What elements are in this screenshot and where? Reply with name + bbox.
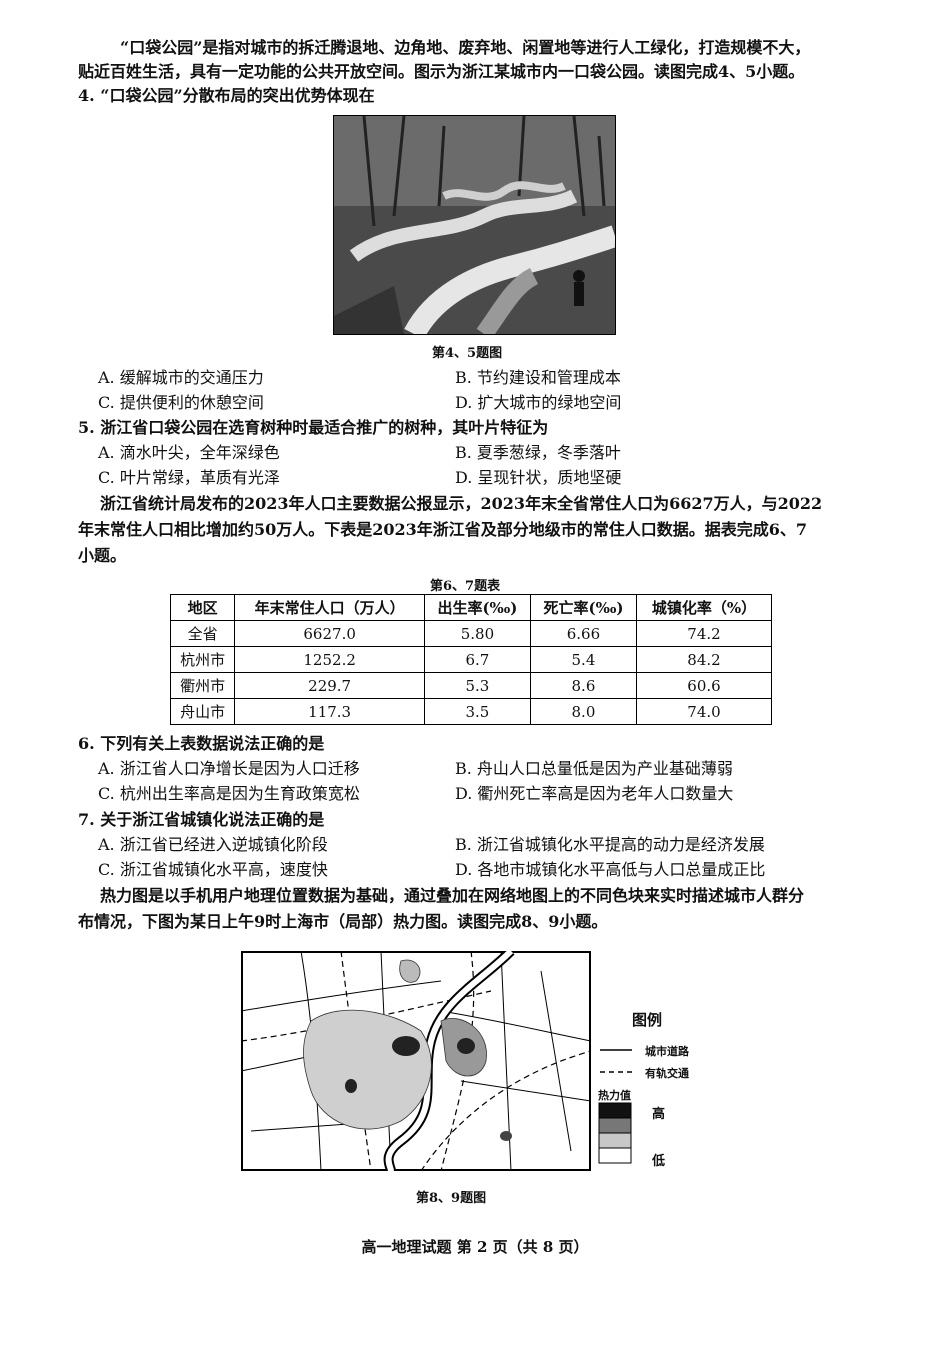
q6-option-a: A. 浙江省人口净增长是因为人口迁移: [98, 759, 360, 778]
table-cell: 5.3: [423, 672, 531, 699]
header-cell: 出生率(‰): [423, 594, 531, 621]
table-cell: 舟山市: [169, 698, 236, 725]
legend-heat-scale: [598, 1102, 632, 1164]
q5-option-a: A. 滴水叶尖，全年深绿色: [98, 443, 280, 462]
table-cell: 84.2: [635, 646, 773, 673]
table-header-row: 地区 年末常住人口（万人） 出生率(‰) 死亡率(‰) 城镇化率（%）: [169, 594, 773, 621]
intro2-line2: 年末常住人口相比增加约50万人。下表是2023年浙江省及部分地级市的常住人口数据…: [78, 520, 808, 539]
legend-heat-label: 热力值: [598, 1089, 631, 1102]
q5-option-b: B. 夏季葱绿，冬季落叶: [455, 443, 621, 462]
header-cell: 城镇化率（%）: [635, 594, 773, 621]
pocket-park-photo: [333, 115, 616, 335]
table-cell: 117.3: [234, 698, 425, 725]
map-caption: 第8、9题图: [416, 1191, 487, 1206]
table-cell: 60.6: [635, 672, 773, 699]
q5-option-d: D. 呈现针状，质地坚硬: [455, 468, 622, 487]
header-cell: 年末常住人口（万人）: [234, 594, 425, 621]
heat-map-illustration: [240, 947, 592, 1172]
q6-stem: 6. 下列有关上表数据说法正确的是: [78, 734, 325, 753]
table-cell: 全省: [169, 620, 236, 647]
table-row: 全省 6627.0 5.80 6.66 74.2: [169, 620, 773, 647]
table-cell: 1252.2: [234, 646, 425, 673]
q5-stem: 5. 浙江省口袋公园在选育树种时最适合推广的树种，其叶片特征为: [78, 418, 549, 437]
table-cell: 6.66: [529, 620, 637, 647]
q7-option-d: D. 各地市城镇化水平高低与人口总量成正比: [455, 860, 766, 879]
intro3-line2: 布情况，下图为某日上午9时上海市（局部）热力图。读图完成8、9小题。: [78, 912, 608, 931]
legend-road-label: 城市道路: [645, 1045, 689, 1058]
table-cell: 衢州市: [169, 672, 236, 699]
q6-option-c: C. 杭州出生率高是因为生育政策宽松: [98, 784, 360, 803]
table-cell: 杭州市: [169, 646, 236, 673]
table-row: 衢州市 229.7 5.3 8.6 60.6: [169, 672, 773, 699]
q7-option-b: B. 浙江省城镇化水平提高的动力是经济发展: [455, 835, 765, 854]
table-cell: 74.2: [635, 620, 773, 647]
table-cell: 8.0: [529, 698, 637, 725]
table-cell: 6627.0: [234, 620, 425, 647]
legend-road-symbol: [600, 1049, 632, 1051]
intro3-line1: 热力图是以手机用户地理位置数据为基础，通过叠加在网络地图上的不同色块来实时描述城…: [100, 886, 805, 905]
q7-stem: 7. 关于浙江省城镇化说法正确的是: [78, 810, 325, 829]
legend-rail-symbol: [600, 1071, 632, 1073]
q5-option-c: C. 叶片常绿，革质有光泽: [98, 468, 280, 487]
q7-option-c: C. 浙江省城镇化水平高，速度快: [98, 860, 328, 879]
table-cell: 74.0: [635, 698, 773, 725]
table-row: 杭州市 1252.2 6.7 5.4 84.2: [169, 646, 773, 673]
table-cell: 6.7: [423, 646, 531, 673]
population-table: 地区 年末常住人口（万人） 出生率(‰) 死亡率(‰) 城镇化率（%） 全省 6…: [169, 594, 773, 725]
q4-option-b: B. 节约建设和管理成本: [455, 368, 621, 387]
header-cell: 地区: [169, 594, 236, 621]
table-cell: 8.6: [529, 672, 637, 699]
q4-option-c: C. 提供便利的休憩空间: [98, 393, 264, 412]
legend-rail-label: 有轨交通: [645, 1067, 689, 1080]
legend-high-label: 高: [652, 1107, 666, 1122]
intro2-line1: 浙江省统计局发布的2023年人口主要数据公报显示，2023年末全省常住人口为66…: [100, 494, 823, 513]
legend-title: 图例: [632, 1011, 663, 1029]
table-cell: 5.80: [423, 620, 531, 647]
q6-option-b: B. 舟山人口总量低是因为产业基础薄弱: [455, 759, 733, 778]
table-cell: 3.5: [423, 698, 531, 725]
intro1-line1: “口袋公园”是指对城市的拆迁腾退地、边角地、废弃地、闲置地等进行人工绿化，打造规…: [120, 38, 811, 57]
q7-option-a: A. 浙江省已经进入逆城镇化阶段: [98, 835, 328, 854]
intro1-line2: 贴近百姓生活，具有一定功能的公共开放空间。图示为浙江某城市内一口袋公园。读图完成…: [78, 62, 805, 81]
intro2-line3: 小题。: [78, 546, 127, 565]
q4-option-d: D. 扩大城市的绿地空间: [455, 393, 622, 412]
table-row: 舟山市 117.3 3.5 8.0 74.0: [169, 698, 773, 725]
table-caption: 第6、7题表: [430, 579, 501, 594]
page-footer: 高一地理试题 第 2 页（共 8 页）: [361, 1238, 589, 1256]
table-cell: 229.7: [234, 672, 425, 699]
q6-option-d: D. 衢州死亡率高是因为老年人口数量大: [455, 784, 734, 803]
heat-map: [240, 947, 592, 1172]
q4-option-a: A. 缓解城市的交通压力: [98, 368, 264, 387]
header-cell: 死亡率(‰): [529, 594, 637, 621]
q4-stem: 4. “口袋公园”分散布局的突出优势体现在: [78, 86, 375, 105]
photo-caption: 第4、5题图: [432, 346, 503, 361]
legend-low-label: 低: [652, 1154, 666, 1169]
table-cell: 5.4: [529, 646, 637, 673]
pocket-park-illustration: [334, 116, 615, 334]
